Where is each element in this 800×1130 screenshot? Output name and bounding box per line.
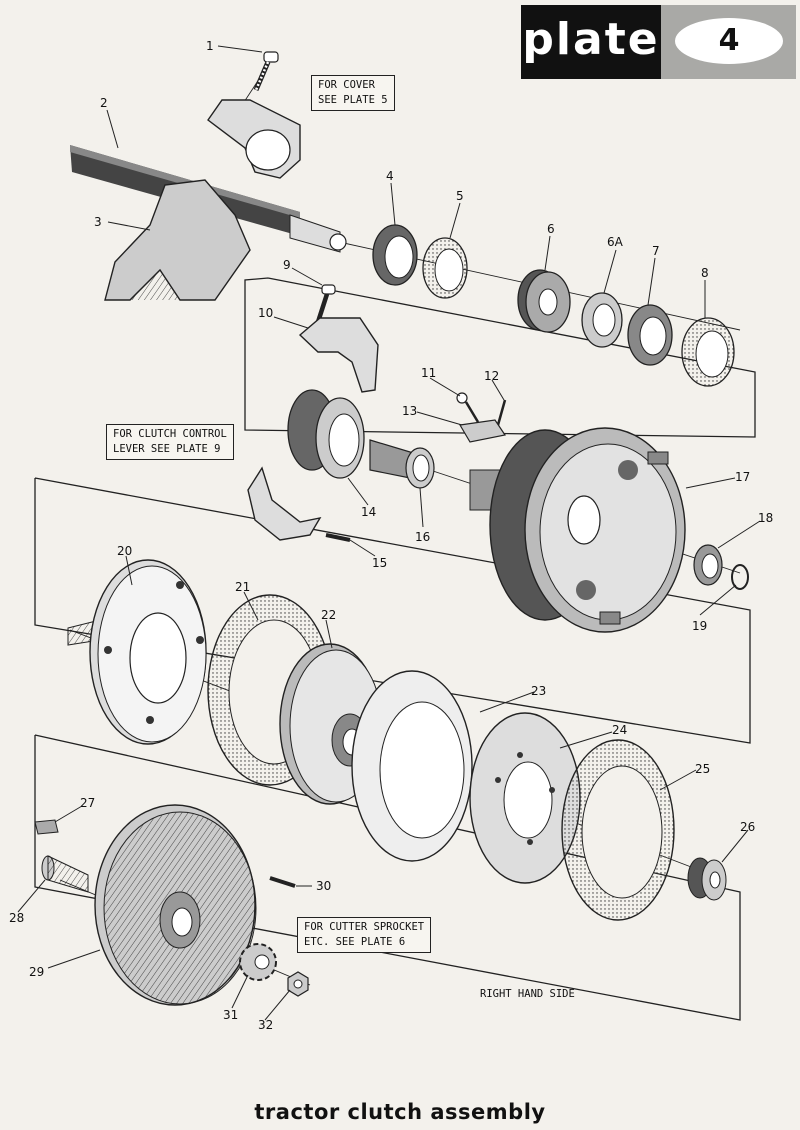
- friction-disc-part-25: [561, 739, 675, 921]
- clutch-drum-part-17: [469, 427, 686, 633]
- slotted-plate-part-23: [351, 670, 473, 862]
- seal-part-8: [681, 317, 735, 387]
- callout-7: 7: [652, 244, 660, 258]
- key-part-27: [34, 819, 59, 835]
- sleeve-part-16: [369, 439, 435, 489]
- callout-28: 28: [9, 911, 25, 925]
- screw-part-30: [269, 876, 296, 888]
- callout-9: 9: [283, 258, 291, 272]
- note-cutter-line-2: ETC. SEE PLATE 6: [304, 936, 406, 948]
- callout-12: 12: [484, 369, 500, 383]
- plate-part-24: [469, 712, 581, 884]
- plate-label: plate: [521, 5, 661, 79]
- nut-part-32: [287, 971, 309, 997]
- callout-31: 31: [223, 1008, 239, 1022]
- callout-24: 24: [612, 723, 628, 737]
- callout-2: 2: [100, 96, 108, 110]
- callout-8: 8: [701, 266, 709, 280]
- callout-22: 22: [321, 608, 337, 622]
- stud-part-28: [41, 855, 89, 893]
- callout-3: 3: [94, 215, 102, 229]
- release-bearing-part-14: [287, 389, 365, 479]
- retainer-part-6a: [581, 292, 623, 348]
- callout-18: 18: [758, 511, 774, 525]
- hub-plate-part-29: [94, 804, 257, 1006]
- callout-26: 26: [740, 820, 756, 834]
- bearing-part-6: [517, 269, 571, 333]
- note-cover: FOR COVER SEE PLATE 5: [311, 75, 395, 111]
- seal-part-4: [372, 224, 418, 286]
- pressure-plate-part-20: [67, 559, 207, 745]
- right-hand-side-label: RIGHT HAND SIDE: [480, 988, 575, 1000]
- circlip-part-19: [731, 564, 749, 590]
- bearing-cap: [207, 99, 301, 179]
- callout-6: 6: [547, 222, 555, 236]
- pin-part-15: [325, 533, 351, 542]
- sprocket-part-31: [239, 943, 277, 981]
- callout-15: 15: [372, 556, 388, 570]
- callout-13: 13: [402, 404, 418, 418]
- callout-6a: 6A: [607, 235, 623, 249]
- note-clutch-line-1: FOR CLUTCH CONTROL: [113, 428, 227, 440]
- bolt-part-1: [253, 51, 279, 91]
- callout-25: 25: [695, 762, 711, 776]
- leader-lines: [17, 45, 761, 1021]
- note-cutter-sprocket: FOR CUTTER SPROCKET ETC. SEE PLATE 6: [297, 917, 432, 953]
- callout-11: 11: [421, 366, 437, 380]
- page-title: tractor clutch assembly: [254, 1100, 546, 1124]
- collar-lower: [247, 466, 322, 541]
- callout-4: 4: [386, 169, 394, 183]
- lever-parts-11-13: [456, 392, 507, 443]
- callout-20: 20: [117, 544, 133, 558]
- callout-10: 10: [258, 306, 274, 320]
- callout-5: 5: [456, 189, 464, 203]
- callout-17: 17: [735, 470, 751, 484]
- callout-1: 1: [206, 39, 214, 53]
- note-cutter-line-1: FOR CUTTER SPROCKET: [304, 921, 425, 933]
- note-cover-line-2: SEE PLATE 5: [318, 94, 388, 106]
- plate-number: 4: [675, 18, 783, 64]
- callout-23: 23: [531, 684, 547, 698]
- callout-14: 14: [361, 505, 377, 519]
- bolt-part-9: [315, 284, 336, 323]
- washer-part-18: [693, 544, 723, 586]
- callout-16: 16: [415, 530, 431, 544]
- ring-part-7: [627, 304, 673, 366]
- bracket-part-3: [104, 179, 251, 301]
- ring-part-5: [422, 237, 468, 299]
- collar-part-10: [298, 317, 379, 393]
- note-clutch-control: FOR CLUTCH CONTROL LEVER SEE PLATE 9: [106, 424, 234, 460]
- callout-29: 29: [29, 965, 45, 979]
- bearing-part-26: [687, 857, 727, 901]
- callout-27: 27: [80, 796, 96, 810]
- note-clutch-line-2: LEVER SEE PLATE 9: [113, 443, 221, 455]
- callout-32: 32: [258, 1018, 274, 1032]
- note-cover-line-1: FOR COVER: [318, 79, 375, 91]
- callout-19: 19: [692, 619, 708, 633]
- callout-21: 21: [235, 580, 251, 594]
- callout-30: 30: [316, 879, 332, 893]
